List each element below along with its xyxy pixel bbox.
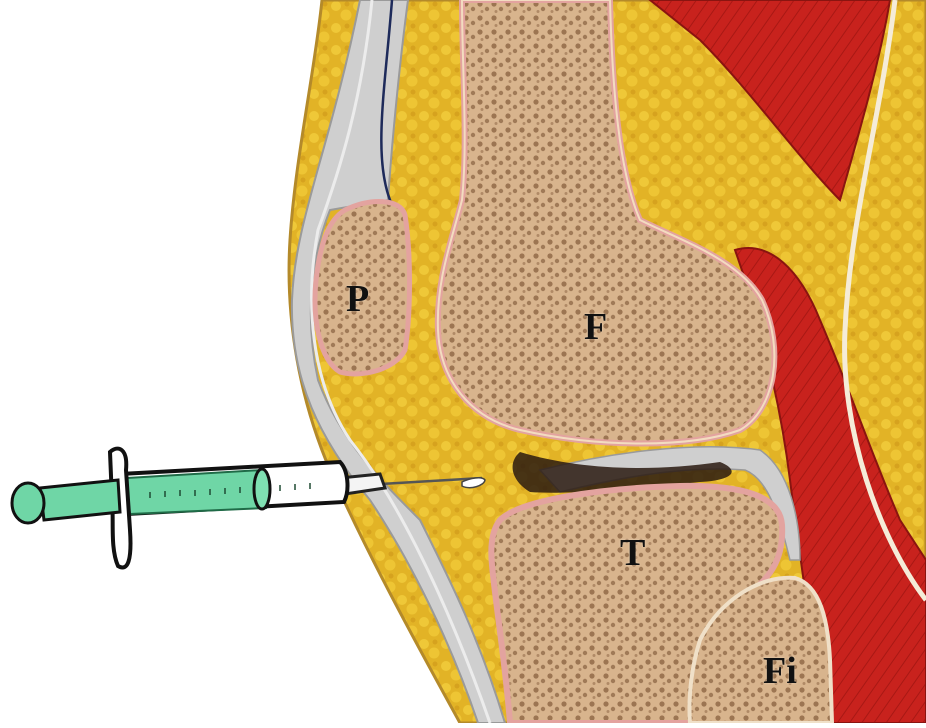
tibia-label: T <box>620 534 645 572</box>
fibula-label: Fi <box>763 652 797 690</box>
plunger-stopper <box>254 469 270 509</box>
plunger-rod <box>40 480 120 520</box>
syringe-fluid <box>126 470 266 514</box>
patella-label: P <box>346 280 369 318</box>
femur-label: F <box>584 308 607 346</box>
plunger-thumb <box>12 483 44 523</box>
